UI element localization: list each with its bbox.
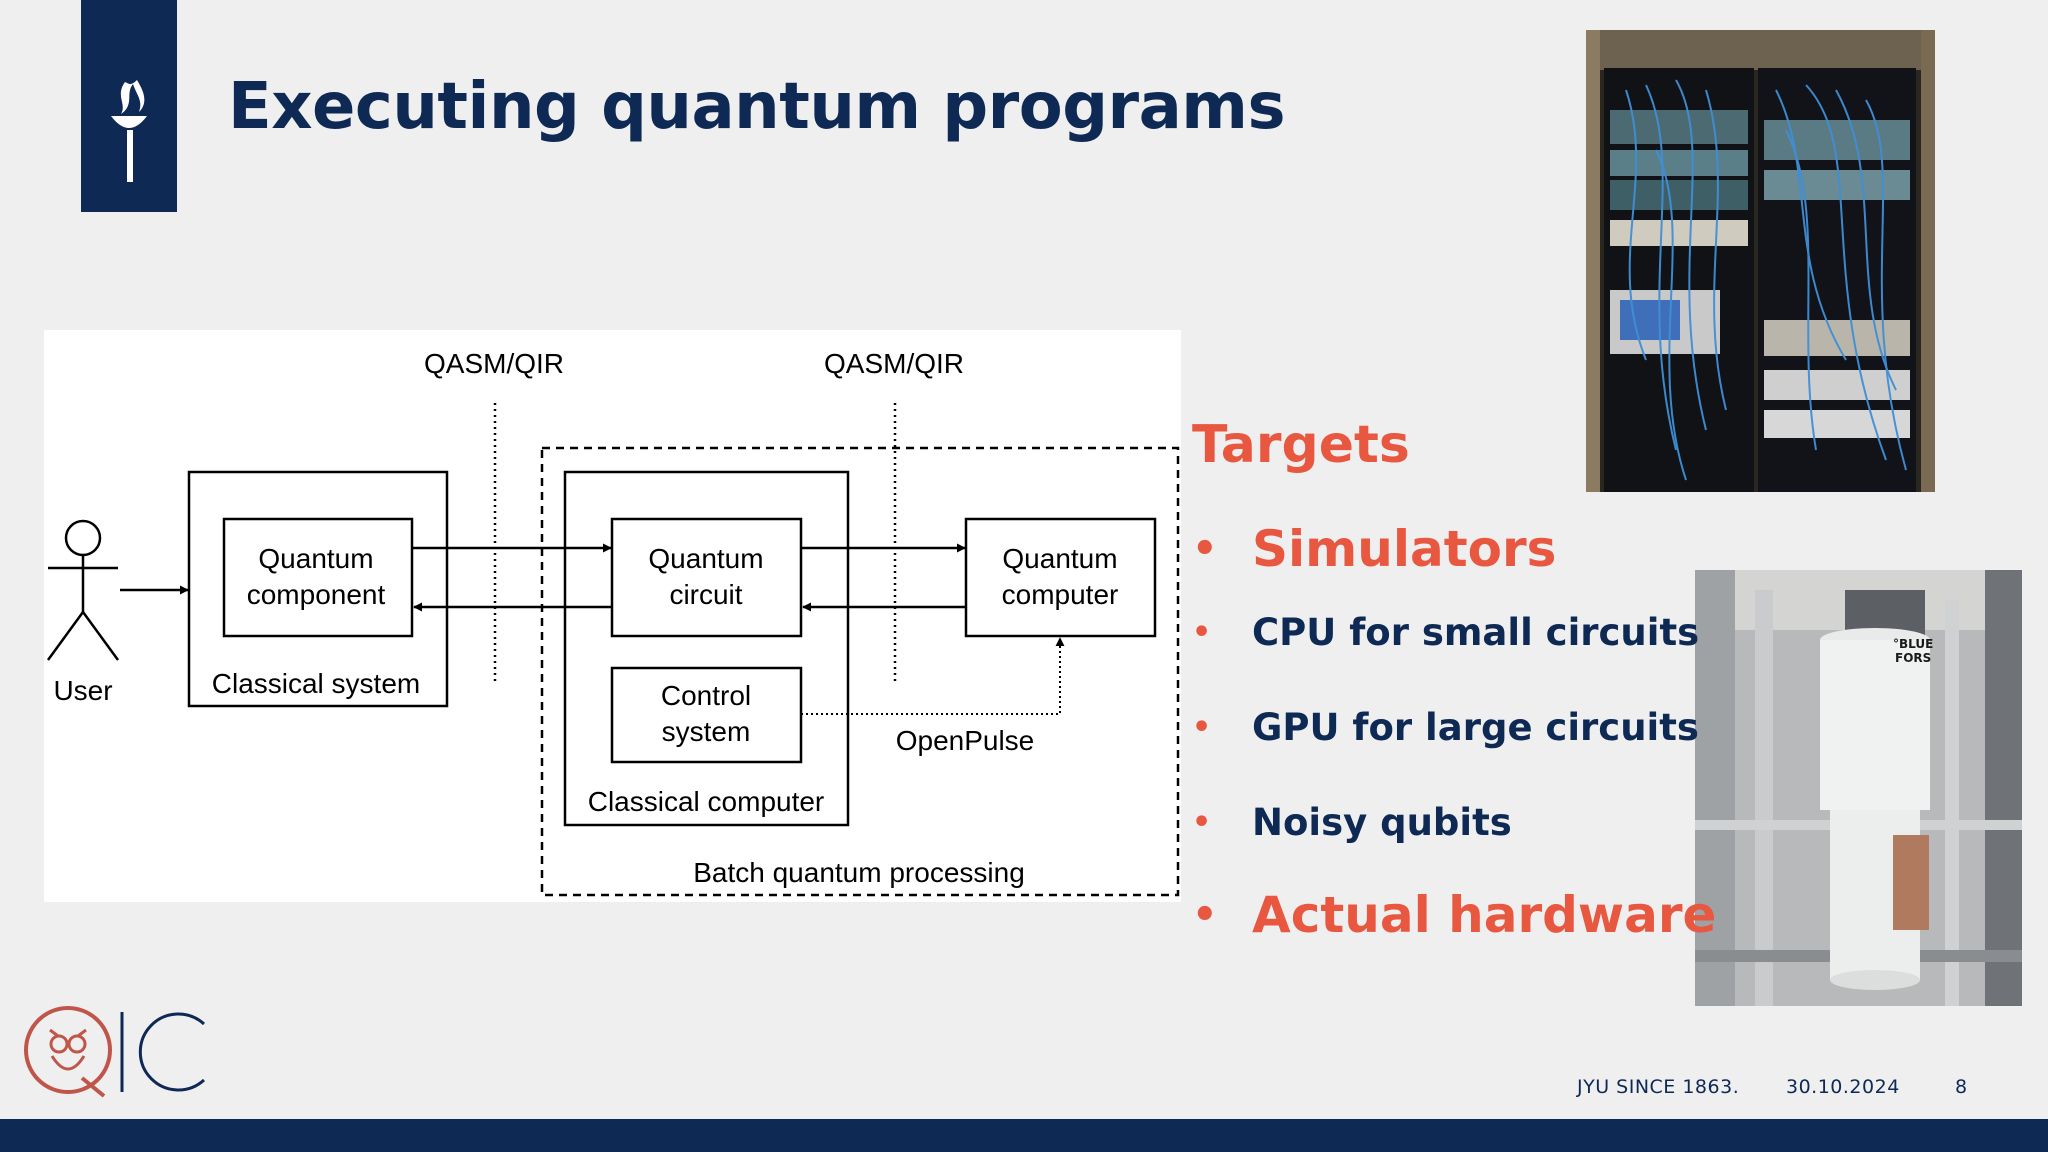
classical-computer-label: Classical computer (588, 786, 825, 817)
batch-processing-region (540, 446, 1180, 897)
quantum-component-label-1: Quantum (258, 543, 373, 574)
targets-heading: Targets (1192, 415, 1410, 475)
footer-page-number: 8 (1955, 1076, 1968, 1098)
target-label: Simulators (1252, 520, 1557, 578)
quantum-component-label-2: component (247, 579, 386, 610)
target-label: CPU for small circuits (1252, 611, 1700, 654)
rack-photo (1586, 30, 1935, 492)
openpulse-label: OpenPulse (896, 725, 1035, 756)
batch-processing-label: Batch quantum processing (693, 857, 1025, 888)
qasm-label-right: QASM/QIR (824, 348, 964, 379)
target-label: Noisy qubits (1252, 801, 1512, 844)
user-label: User (53, 675, 112, 706)
user-icon (46, 519, 120, 661)
quantum-computer-label-2: computer (1002, 579, 1119, 610)
classical-system-box (187, 470, 449, 708)
page-title: Executing quantum programs (228, 70, 1286, 144)
cryostat-brand-line-2: FORS (1895, 651, 1931, 665)
qic-logo (22, 1000, 212, 1104)
footer-org: JYU SINCE 1863. (1577, 1076, 1740, 1098)
control-system-label-2: system (662, 716, 751, 747)
openpulse-arrow (801, 637, 1065, 715)
quantum-circuit-label-1: Quantum (648, 543, 763, 574)
control-system-label-1: Control (661, 680, 751, 711)
quantum-computer-box (964, 517, 1157, 638)
classical-computer-box (563, 470, 850, 827)
bullet: • (1192, 805, 1212, 840)
bullet: • (1192, 710, 1212, 745)
quantum-circuit-box (610, 517, 803, 638)
quantum-component-box (222, 517, 414, 638)
qasm-label-left: QASM/QIR (424, 348, 564, 379)
quantum-circuit-label-2: circuit (669, 579, 742, 610)
cryostat-brand-line-1: °BLUE (1893, 637, 1933, 651)
architecture-diagram: User Quantum component Classical system … (44, 330, 1181, 902)
footer-date: 30.10.2024 (1786, 1076, 1900, 1098)
classical-system-label: Classical system (212, 668, 420, 699)
quantum-computer-label-1: Quantum (1002, 543, 1117, 574)
bullet: • (1192, 892, 1218, 938)
university-logo (81, 0, 177, 212)
cryostat-photo: °BLUE FORS (1695, 570, 2022, 1006)
target-label: Actual hardware (1252, 886, 1717, 944)
bottom-bar (0, 1119, 2048, 1152)
bullet: • (1192, 615, 1212, 650)
torch-icon (111, 80, 147, 182)
target-label: GPU for large circuits (1252, 706, 1699, 749)
bullet: • (1192, 526, 1218, 572)
owl-icon (24, 1006, 206, 1098)
